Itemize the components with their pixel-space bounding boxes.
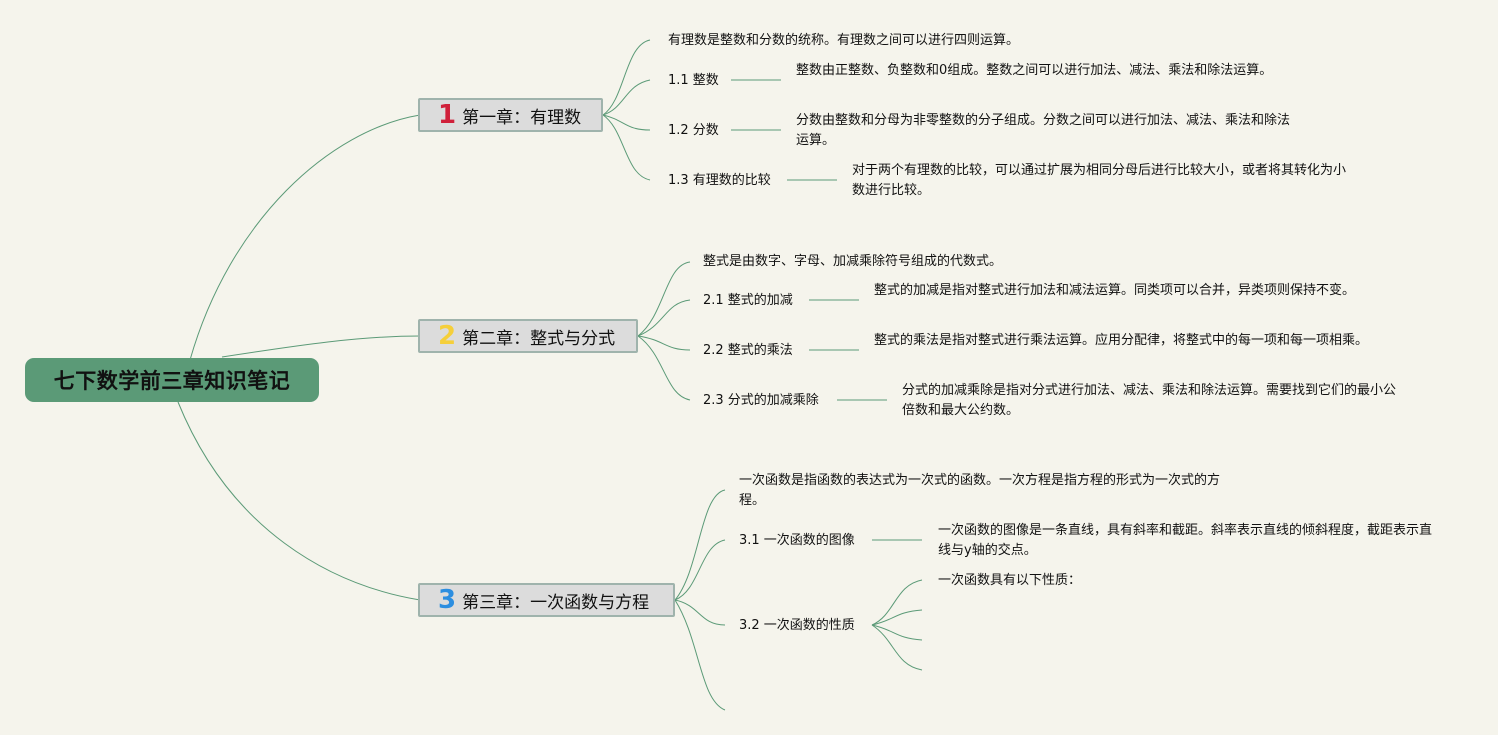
chapter-3-number: 3 (438, 585, 457, 615)
chapter-2-number: 2 (438, 321, 457, 351)
topic-2-1-note: 整式的加减是指对整式进行加法和减法运算。同类项可以合并，异类项则保持不变。 (874, 283, 1356, 298)
chapter-2-title: 第二章：整式与分式 (462, 328, 616, 349)
topic-2-3-note: 分式的加减乘除是指对分式进行加法、减法、乘法和除法运算。需要找到它们的最小公倍数… (902, 383, 1397, 418)
chapter-1-title: 第一章：有理数 (462, 107, 582, 128)
topic-1-2-label[interactable]: 1.2 分数 (668, 123, 719, 138)
chapter-1-node[interactable]: 1 第一章：有理数 (418, 98, 603, 132)
topic-3-2-note: 一次函数具有以下性质： (938, 573, 1082, 588)
root-title: 七下数学前三章知识笔记 (53, 369, 291, 393)
topic-1-2-note: 分数由整数和分母为非零整数的分子组成。分数之间可以进行加法、减法、乘法和除法运算… (796, 113, 1291, 148)
topic-1-3-label[interactable]: 1.3 有理数的比较 (668, 173, 771, 188)
chapter-1-intro: 有理数是整数和分数的统称。有理数之间可以进行四则运算。 (668, 33, 1020, 48)
topic-3-1-label[interactable]: 3.1 一次函数的图像 (739, 533, 855, 548)
topic-1-1-label[interactable]: 1.1 整数 (668, 73, 719, 88)
topic-2-2-note: 整式的乘法是指对整式进行乘法运算。应用分配律，将整式中的每一项和每一项相乘。 (874, 333, 1369, 348)
topic-3-1-note: 一次函数的图像是一条直线，具有斜率和截距。斜率表示直线的倾斜程度，截距表示直线与… (938, 523, 1433, 558)
topic-3-2-label[interactable]: 3.2 一次函数的性质 (739, 618, 855, 633)
chapter-2-intro: 整式是由数字、字母、加减乘除符号组成的代数式。 (703, 254, 1003, 269)
topic-1-3-note: 对于两个有理数的比较，可以通过扩展为相同分母后进行比较大小，或者将其转化为小数进… (852, 163, 1347, 198)
chapter-3-intro: 一次函数是指函数的表达式为一次式的函数。一次方程是指方程的形式为一次式的方程。 (739, 473, 1221, 508)
topic-2-1-label[interactable]: 2.1 整式的加减 (703, 293, 793, 308)
chapter-3-title: 第三章：一次函数与方程 (462, 592, 650, 613)
chapter-2-node[interactable]: 2 第二章：整式与分式 (418, 319, 638, 353)
root-node[interactable]: 七下数学前三章知识笔记 (25, 358, 319, 402)
topic-2-3-label[interactable]: 2.3 分式的加减乘除 (703, 393, 819, 408)
chapter-1-number: 1 (438, 100, 457, 130)
topic-2-2-label[interactable]: 2.2 整式的乘法 (703, 343, 793, 358)
topic-1-1-note: 整数由正整数、负整数和0组成。整数之间可以进行加法、减法、乘法和除法运算。 (796, 63, 1273, 78)
chapter-3-node[interactable]: 3 第三章：一次函数与方程 (418, 583, 675, 617)
